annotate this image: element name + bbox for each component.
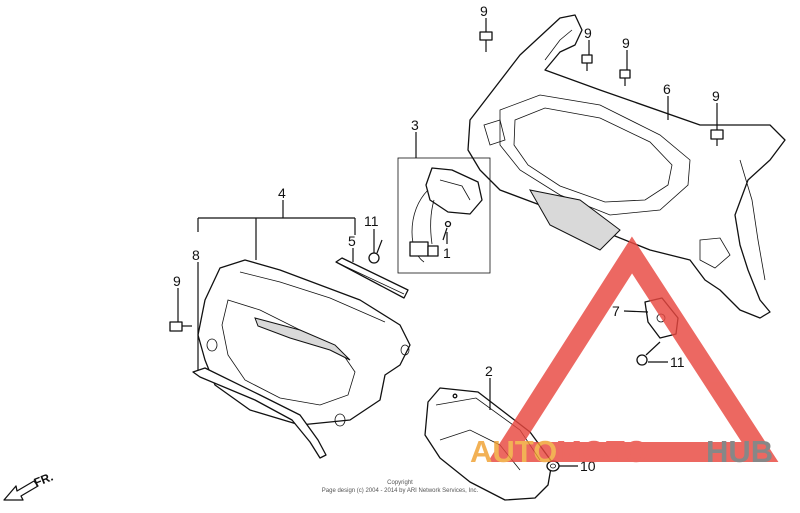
- callout-7: 7: [612, 303, 620, 319]
- screw-11-a: [368, 239, 383, 264]
- callout-9-left: 9: [173, 273, 181, 289]
- callout-3: 3: [411, 117, 419, 133]
- callout-9-right2: 9: [622, 35, 630, 51]
- part-3-switch-assembly: [397, 157, 491, 274]
- watermark-logo: AUTO MOTO HUB: [470, 236, 779, 469]
- callout-9-right3: 9: [712, 88, 720, 104]
- part-4-handle-cover-lower: [197, 259, 411, 427]
- part-6-handle-cover-upper: [467, 14, 786, 319]
- bolt-9-e: [169, 321, 192, 332]
- copyright-line2: Page design (c) 2004 - 2014 by ARI Netwo…: [322, 488, 479, 494]
- direction-label: FR.: [32, 470, 55, 490]
- bolt-9-a: [479, 31, 493, 52]
- callout-11-left: 11: [364, 213, 379, 229]
- watermark-part1: AUTO: [470, 434, 557, 469]
- screw-11-b: [636, 341, 661, 366]
- copyright-notice: Copyright Page design (c) 2004 - 2014 by…: [322, 480, 479, 494]
- part-8-trim-strip: [192, 367, 327, 459]
- callout-1: 1: [443, 245, 451, 261]
- callout-9-top: 9: [480, 3, 488, 19]
- front-arrow-icon: [3, 480, 39, 501]
- callout-2: 2: [485, 363, 493, 379]
- warning-triangle-icon: [487, 236, 779, 462]
- front-direction-indicator: FR.: [3, 470, 55, 501]
- bolt-9-c: [619, 69, 631, 86]
- callout-4: 4: [278, 185, 286, 201]
- copyright-line1: Copyright: [387, 480, 413, 486]
- screw-1: [442, 220, 452, 241]
- watermark-part2: MOTO: [556, 434, 648, 469]
- callout-8: 8: [192, 247, 200, 263]
- callout-11-right: 11: [670, 354, 685, 370]
- bolt-9-b: [581, 54, 593, 71]
- watermark-part3: HUB: [706, 434, 773, 469]
- callout-6: 6: [663, 81, 671, 97]
- leader-lines: [177, 18, 718, 467]
- callout-5: 5: [348, 233, 356, 249]
- part-5-rubber-strip: [335, 257, 409, 299]
- callout-9-right1: 9: [584, 25, 592, 41]
